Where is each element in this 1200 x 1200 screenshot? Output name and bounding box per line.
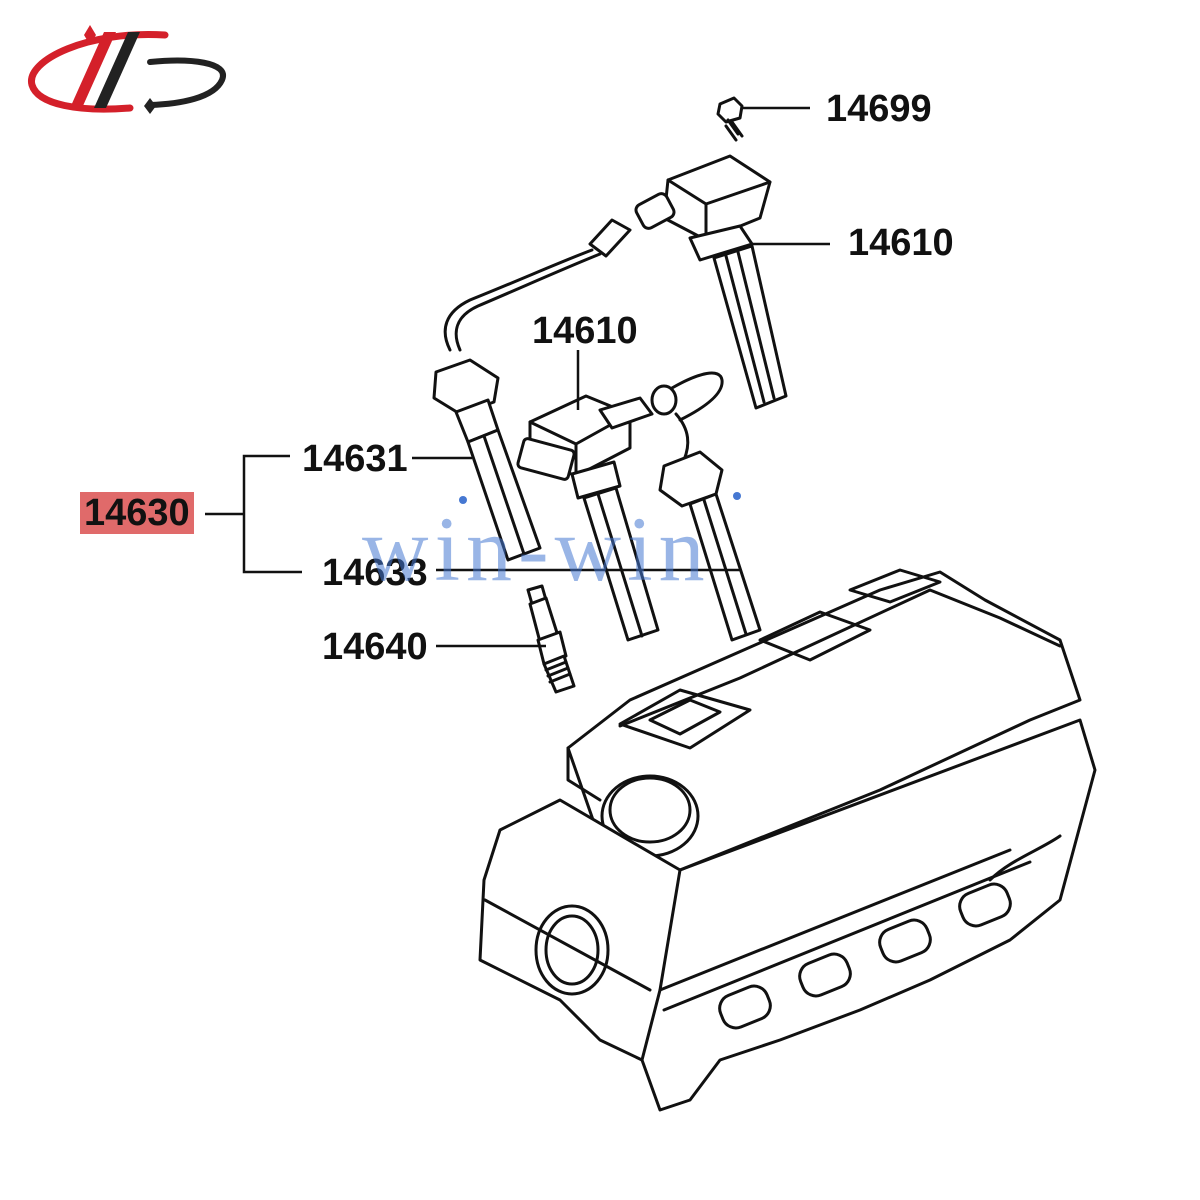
callout-plug-cable-a[interactable]: 14631 (302, 438, 408, 480)
plug-cable-icon (432, 358, 542, 562)
callout-coil-center[interactable]: 14610 (532, 310, 638, 352)
bolt-icon (716, 96, 744, 142)
ignition-coil-center-icon (516, 394, 660, 642)
callout-coil-rear[interactable]: 14610 (848, 222, 954, 264)
brand-logo (28, 25, 226, 114)
watermark-dot (733, 492, 741, 500)
spark-plug-icon (526, 584, 576, 694)
callout-spark-plug[interactable]: 14640 (322, 626, 428, 668)
group-bracket (242, 454, 302, 574)
ignition-coil-rear-icon (634, 154, 788, 410)
leader-lines (205, 106, 830, 648)
coil-wire-harness-icon (443, 218, 632, 352)
watermark-dot (459, 496, 467, 504)
callout-plug-cable-group[interactable]: 14630 (80, 492, 194, 534)
callout-bolt[interactable]: 14699 (826, 88, 932, 130)
cylinder-head-icon (478, 568, 1097, 1112)
plug-cable-front-icon (650, 371, 762, 642)
callout-plug-cable-b[interactable]: 14633 (322, 552, 428, 594)
